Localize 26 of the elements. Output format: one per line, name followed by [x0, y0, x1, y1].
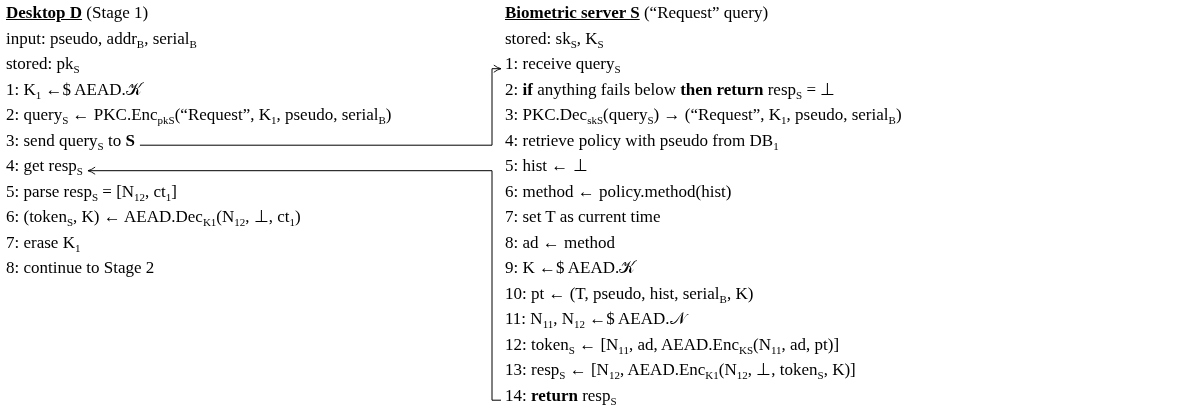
pseudocode-line: 12: token$_{S}$ ← [N$_{11}$, ad, AEAD.Enc$_{KS}$(N$_{11}$, ad, pt)] — [505, 333, 840, 358]
pseudocode-line: 7: set T as current time — [505, 206, 661, 228]
pseudocode-line: 2: query$_{S}$ ← PKC.Enc$_{pkS}$(“Request”, K$_{1}$, pseudo, serial$_{B}$) — [6, 104, 392, 129]
pseudocode-line: 6: (token$_{S}$, K) ← AEAD.Dec$_{K1}$(N$_{12}$, ⊥, ct$_{1}$) — [6, 206, 301, 231]
pseudocode-line: 6: method ← policy.method(hist) — [505, 180, 732, 203]
pseudocode-line: 14: return resp$_{S}$ — [505, 384, 617, 412]
pseudocode-line: 4: retrieve policy with pseudo from DB$_{1}$ — [505, 129, 779, 154]
column-heading: Desktop D (Stage 1) — [6, 2, 149, 24]
pseudocode-line: 13: resp$_{S}$ ← [N$_{12}$, AEAD.Enc$_{K1}$(N$_{12}$, ⊥, token$_{S}$, K)] — [505, 359, 856, 384]
pseudocode-line: 5: parse resp$_{S}$ = [N$_{12}$, ct$_{1}$] — [6, 180, 178, 205]
pseudocode-line: 1: receive query$_{S}$ — [505, 53, 621, 81]
pseudocode-line: 3: PKC.Dec$_{skS}$(query$_{S}$) → (“Request”, K$_{1}$, pseudo, serial$_{B}$) — [505, 104, 902, 129]
pseudocode-line: stored: sk$_{S}$, K$_{S}$ — [505, 27, 604, 52]
pseudocode-line: 1: K$_{1}$ ←$ AEAD.𝒦 — [6, 78, 142, 103]
pseudocode-line: 7: erase K$_{1}$ — [6, 231, 81, 256]
pseudocode-line: 3: send query$_{S}$ to S — [6, 129, 135, 157]
pseudocode-line: stored: pk$_{S}$ — [6, 53, 80, 78]
pseudocode-line: 9: K ←$ AEAD.𝒦 — [505, 257, 636, 279]
pseudocode-line: input: pseudo, addr$_{B}$, serial$_{B}$ — [6, 27, 197, 52]
pseudocode-line: 2: if anything fails below then return resp$_{S}$ = ⊥ — [505, 78, 836, 103]
pseudocode-line: 5: hist ← ⊥ — [505, 155, 588, 177]
pseudocode-line: 8: continue to Stage 2 — [6, 257, 155, 279]
pseudocode-line: 10: pt ← (T, pseudo, hist, serial$_{B}$, K) — [505, 282, 754, 307]
column-heading: Biometric server S (“Request” query) — [505, 2, 769, 24]
pseudocode-line: 4: get resp$_{S}$ — [6, 155, 83, 183]
pseudocode-line: 8: ad ← method — [505, 231, 615, 254]
